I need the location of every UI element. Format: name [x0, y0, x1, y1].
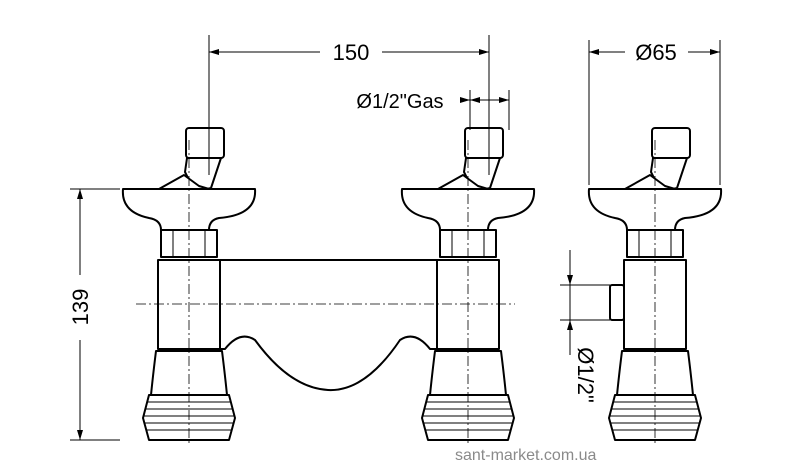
dimension-height: 139	[68, 289, 93, 326]
dimension-150: 150	[333, 40, 370, 65]
side-view	[587, 127, 723, 446]
dimension-inlet-thread: Ø1/2"Gas	[356, 91, 443, 113]
front-view	[121, 127, 536, 446]
watermark: sant-market.com.ua	[455, 447, 596, 464]
dimension-lines	[70, 35, 721, 441]
dimension-diameter: Ø65	[635, 40, 677, 65]
dimension-outlet-thread: Ø1/2"	[573, 347, 598, 403]
